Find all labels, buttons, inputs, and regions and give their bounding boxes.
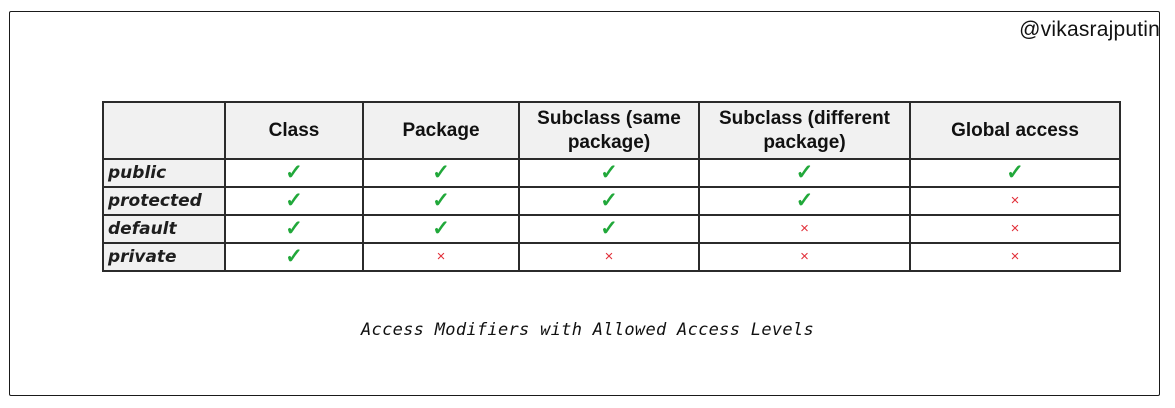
column-header-subclass-same-package: Subclass (same package)	[518, 101, 700, 160]
cross-mark-icon: ×	[800, 248, 809, 265]
diagram-caption: Access Modifiers with Allowed Access Lev…	[361, 320, 814, 340]
table-header-row: Class Package Subclass (same package) Su…	[102, 101, 1121, 160]
modifier-label-private: private	[102, 242, 226, 272]
access-cell: ×	[909, 186, 1121, 216]
access-cell: ✓	[224, 214, 364, 244]
check-mark-icon: ✓	[432, 217, 450, 240]
check-mark-icon: ✓	[285, 189, 303, 212]
access-cell: ✓	[518, 186, 700, 216]
modifier-label-protected: protected	[102, 186, 226, 216]
check-mark-icon: ✓	[432, 189, 450, 212]
access-cell: ✓	[362, 186, 520, 216]
check-mark-icon: ✓	[285, 217, 303, 240]
check-mark-icon: ✓	[600, 189, 618, 212]
access-cell: ×	[909, 214, 1121, 244]
check-mark-icon: ✓	[285, 161, 303, 184]
access-cell: ✓	[698, 158, 911, 188]
access-cell: ✓	[518, 214, 700, 244]
check-mark-icon: ✓	[600, 217, 618, 240]
access-cell: ×	[909, 242, 1121, 272]
modifier-label-public: public	[102, 158, 226, 188]
column-header-subclass-different-package: Subclass (different package)	[698, 101, 911, 160]
access-cell: ×	[518, 242, 700, 272]
access-cell: ×	[698, 242, 911, 272]
table-row: protected ✓ ✓ ✓ ✓ ×	[102, 186, 1121, 216]
cross-mark-icon: ×	[436, 248, 446, 265]
access-cell: ✓	[224, 186, 364, 216]
cross-mark-icon: ×	[1010, 220, 1020, 237]
cross-mark-icon: ×	[604, 248, 614, 265]
check-mark-icon: ✓	[795, 161, 814, 184]
check-mark-icon: ✓	[1006, 161, 1024, 184]
access-cell: ✓	[698, 186, 911, 216]
cross-mark-icon: ×	[800, 220, 809, 237]
access-cell: ✓	[362, 158, 520, 188]
column-header-class: Class	[224, 101, 364, 160]
header-corner	[102, 101, 226, 160]
check-mark-icon: ✓	[285, 245, 303, 268]
access-cell: ✓	[224, 158, 364, 188]
access-cell: ×	[362, 242, 520, 272]
author-handle: @vikasrajputin	[1019, 18, 1160, 41]
access-cell: ✓	[224, 242, 364, 272]
column-header-package: Package	[362, 101, 520, 160]
access-cell: ✓	[909, 158, 1121, 188]
access-cell: ✓	[362, 214, 520, 244]
check-mark-icon: ✓	[600, 161, 618, 184]
cross-mark-icon: ×	[1010, 248, 1020, 265]
column-header-global-access: Global access	[909, 101, 1121, 160]
access-cell: ✓	[518, 158, 700, 188]
table-row: public ✓ ✓ ✓ ✓ ✓	[102, 158, 1121, 188]
cross-mark-icon: ×	[1010, 192, 1020, 209]
check-mark-icon: ✓	[432, 161, 450, 184]
check-mark-icon: ✓	[795, 189, 814, 212]
modifier-label-default: default	[102, 214, 226, 244]
access-modifier-table: Class Package Subclass (same package) Su…	[102, 101, 1121, 272]
access-cell: ×	[698, 214, 911, 244]
table-row: default ✓ ✓ ✓ × ×	[102, 214, 1121, 244]
table-row: private ✓ × × × ×	[102, 242, 1121, 272]
